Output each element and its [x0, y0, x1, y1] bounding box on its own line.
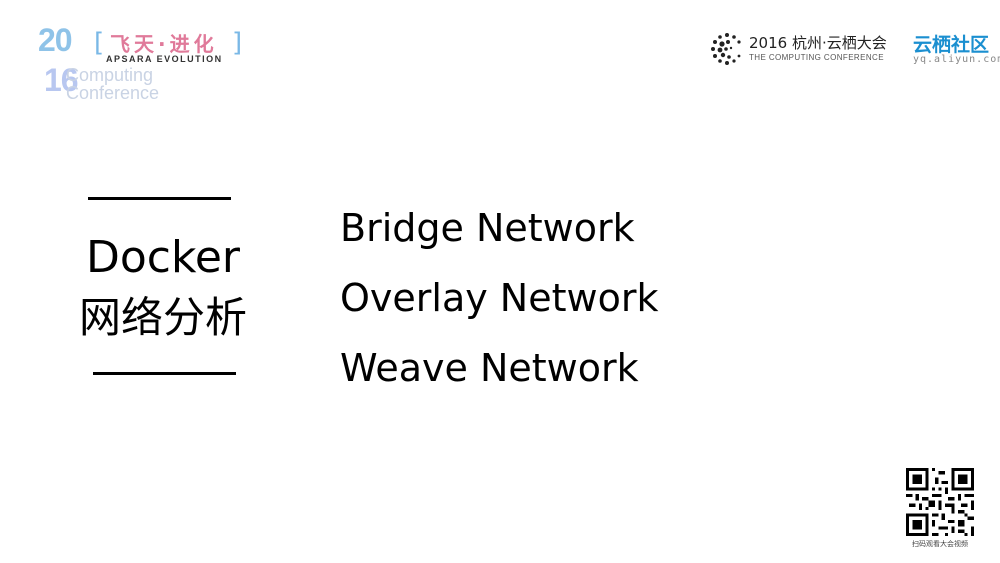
- logo-brand-en: APSARA EVOLUTION: [106, 54, 223, 64]
- qr-caption: 扫码观看大会视频: [912, 540, 968, 548]
- conference-logo: 20 16 Computing Conference [ 飞天·进化 ] APS…: [38, 22, 268, 102]
- community-name: 云栖社区: [913, 34, 990, 56]
- section-title-cn: 网络分析: [78, 293, 247, 342]
- logo-year-top: 20: [38, 22, 73, 58]
- topic-item: Bridge Network: [340, 206, 635, 250]
- title-divider-top: [88, 197, 231, 200]
- qr-code-icon: [906, 468, 974, 536]
- event-title: 2016 杭州·云栖大会: [749, 34, 887, 52]
- logo-bracket-left: [: [94, 28, 105, 58]
- section-title-en: Docker: [85, 232, 241, 283]
- logo-brand-cn: 飞天·进化: [110, 32, 218, 56]
- topic-item: Weave Network: [340, 346, 639, 390]
- logo-conference-line1: Computing: [66, 65, 154, 85]
- title-divider-bottom: [93, 372, 236, 375]
- logo-bracket-right: ]: [232, 28, 243, 58]
- event-logo: 2016 杭州·云栖大会 THE COMPUTING CONFERENCE 云栖…: [710, 30, 1000, 70]
- logo-year-bottom: 16: [44, 62, 79, 98]
- logo-conference-line2: Conference: [66, 83, 160, 103]
- topic-item: Overlay Network: [340, 276, 659, 320]
- topic-list: Bridge Network Overlay Network Weave Net…: [340, 193, 658, 403]
- event-subtitle: THE COMPUTING CONFERENCE: [749, 53, 884, 62]
- swirl-logo-icon: [711, 33, 741, 65]
- community-url: yq.aliyun.com: [913, 54, 1000, 65]
